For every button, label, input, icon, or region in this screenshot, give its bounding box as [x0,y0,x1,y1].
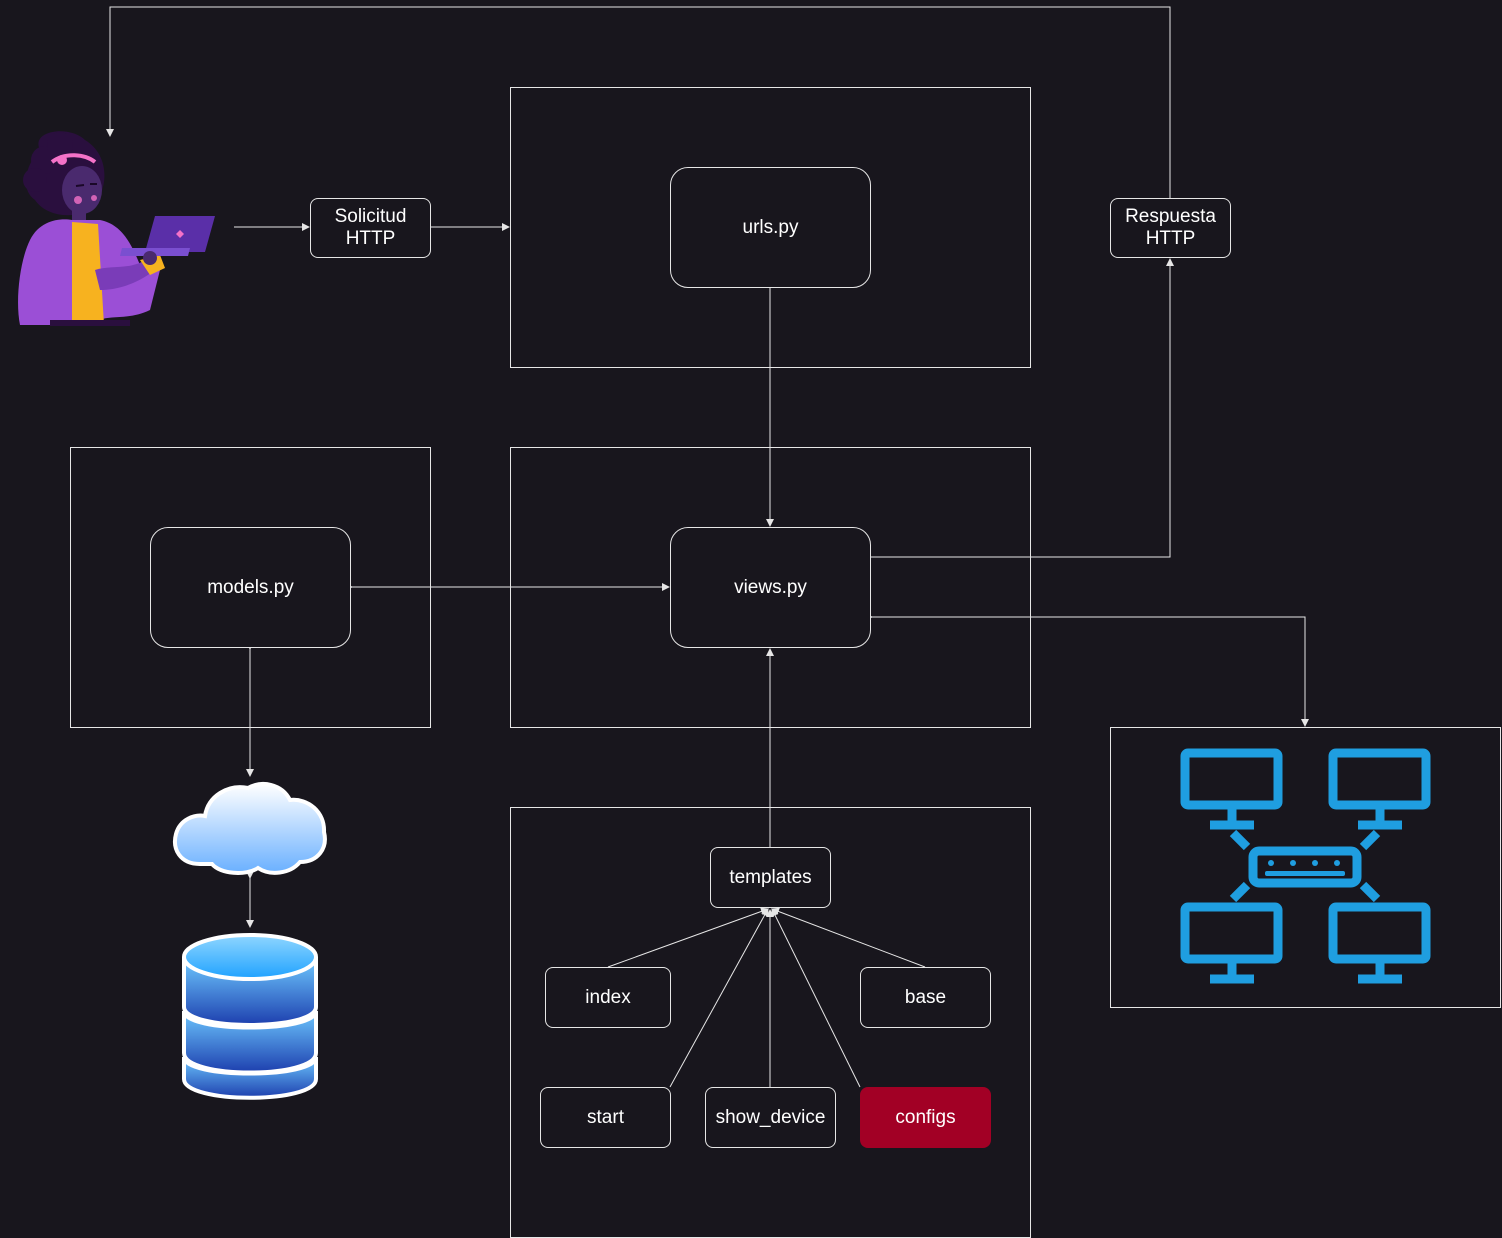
user-with-laptop-icon [18,131,215,326]
edge-response-user [106,6,1171,198]
start-node[interactable]: start [540,1087,671,1148]
templates-label: templates [729,866,812,888]
index-node[interactable]: index [545,967,671,1028]
show-device-label: show_device [715,1106,826,1128]
models-label: models.py [207,576,294,598]
http-request-node[interactable]: Solicitud HTTP [310,198,431,258]
edge-configs-templates [771,908,861,1088]
edge-views-response [871,258,1174,558]
views-node[interactable]: views.py [670,527,871,648]
cloud-icon [173,782,327,875]
configs-node[interactable]: configs [860,1087,991,1148]
edge-index-templates [607,907,769,968]
views-label: views.py [734,576,807,598]
edge-views-network [865,613,1309,727]
templates-node[interactable]: templates [710,847,831,908]
http-response-node[interactable]: Respuesta HTTP [1110,198,1231,258]
base-node[interactable]: base [860,967,991,1028]
base-label: base [904,986,947,1008]
edge-start-templates [669,908,769,1088]
start-label: start [587,1106,624,1128]
http-response-label: Respuesta HTTP [1125,206,1216,249]
http-request-label: Solicitud HTTP [334,206,407,249]
urls-node[interactable]: urls.py [670,167,871,288]
urls-label: urls.py [742,216,799,238]
database-icon [182,933,318,1100]
configs-label: configs [895,1106,956,1128]
index-label: index [585,986,631,1008]
network-group [1110,727,1501,1008]
network-icon [1180,748,1431,984]
show-device-node[interactable]: show_device [705,1087,836,1148]
models-node[interactable]: models.py [150,527,351,648]
edge-base-templates [771,907,926,968]
